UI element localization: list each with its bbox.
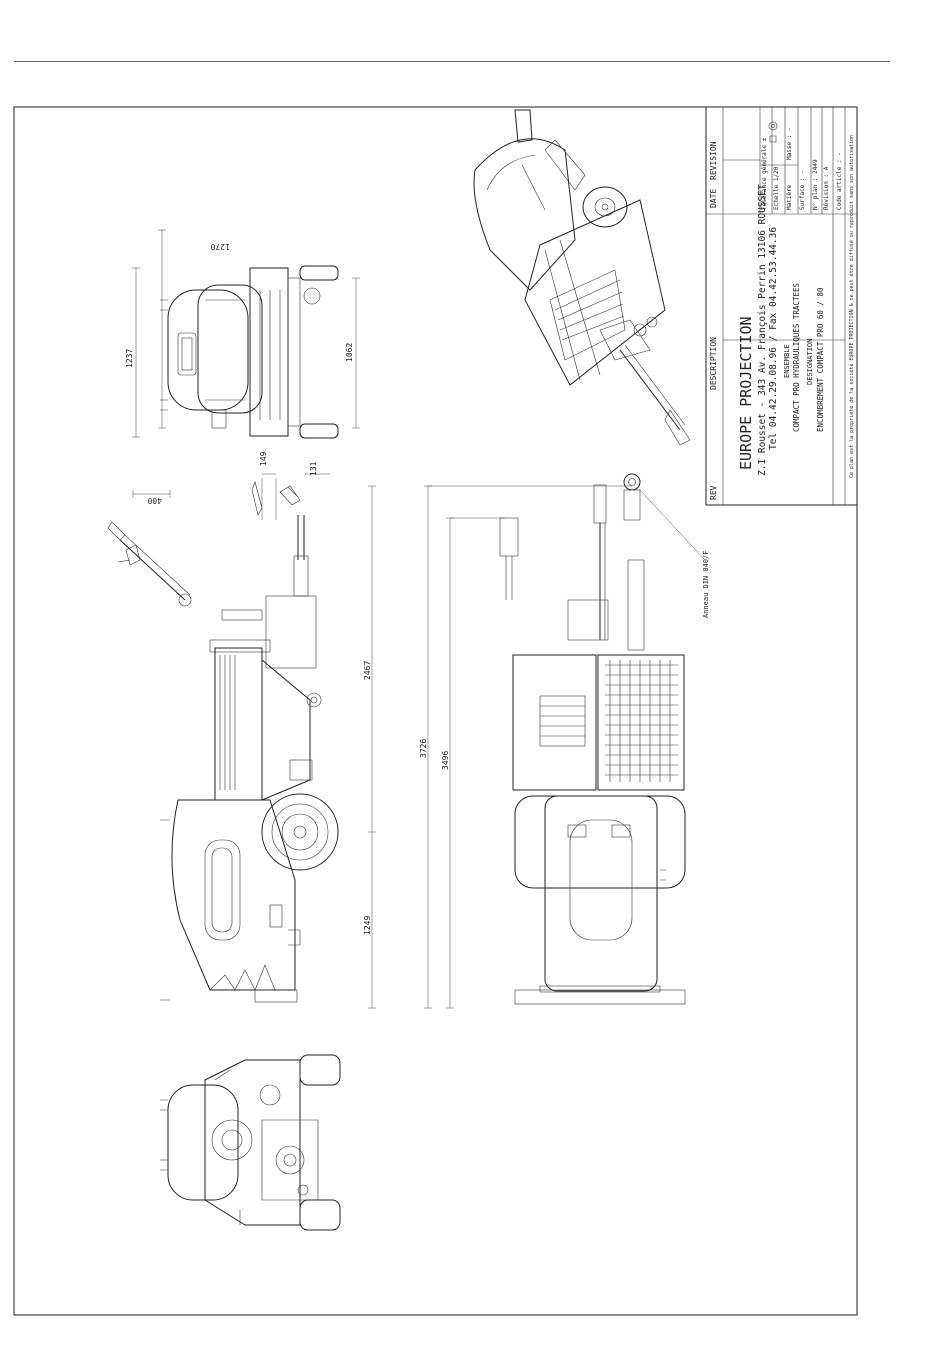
date-label: DATE (709, 189, 718, 208)
dim-plan-body: 3496 (441, 751, 450, 770)
designation-value: ENCOMBREMENT COMPACT PRO 60 / 80 (816, 287, 825, 432)
ownership-notice: Ce plan est la propriété de la société E… (848, 135, 855, 478)
isometric-view (473, 109, 691, 446)
revision-label: REVISION (709, 141, 718, 180)
dim-drawbar: 400 (147, 496, 162, 505)
tolerance: Tolérance générale ± (761, 137, 768, 210)
rev-label: REV (709, 485, 718, 500)
dim-end-width: 1270 (211, 242, 230, 251)
end-view-front (160, 1054, 341, 1231)
plan-number: N° plan : 2449 (812, 159, 819, 210)
material: Matière (786, 184, 793, 210)
side-view-dimensions (132, 473, 376, 1009)
dim-side-front: 2467 (363, 661, 372, 680)
dim-end-height: 1237 (125, 349, 134, 368)
annotation-ring: Anneau DIN 040/F (702, 551, 710, 618)
ensemble-label: ENSEMBLE (783, 344, 791, 378)
ensemble-value: COMPACT PRO HYDRAULIQUES TRACTEES (792, 283, 801, 432)
dim-end-track: 1062 (345, 343, 354, 362)
projection-symbol-icon (768, 121, 778, 131)
title-block: REV DESCRIPTION DATE REVISION EUROPE PRO… (705, 106, 858, 506)
designation-label: DESIGNATION (806, 339, 814, 385)
page-header-rule (14, 61, 890, 62)
surface: Surface : - (799, 170, 806, 210)
description-label: DESCRIPTION (709, 337, 718, 390)
company-address: Z.I Rousset - 343 Av. François Perrin 13… (757, 184, 768, 476)
sheet-border (13, 106, 858, 1316)
dim-side-top-right: 131 (309, 461, 318, 476)
end-view-rear (160, 265, 339, 439)
side-view (107, 481, 339, 1003)
plan-view-dimensions (424, 485, 706, 1009)
article-code: Code article : - (836, 152, 843, 210)
end-view-dimensions (132, 229, 360, 438)
company-name: EUROPE PROJECTION (737, 316, 755, 470)
scale: Echelle 1/20 (773, 166, 780, 210)
mass: Masse : - (786, 127, 793, 160)
dim-plan-total: 3726 (419, 739, 428, 758)
revision-index: Révision : A (823, 166, 830, 210)
company-phone-fax: Tel 04.42.29.08.96 / Fax 04.42.53.44.36 (768, 227, 779, 450)
plan-view (499, 473, 686, 1005)
dim-side-rear: 1249 (363, 916, 372, 935)
dim-side-top-left: 149 (259, 451, 268, 466)
